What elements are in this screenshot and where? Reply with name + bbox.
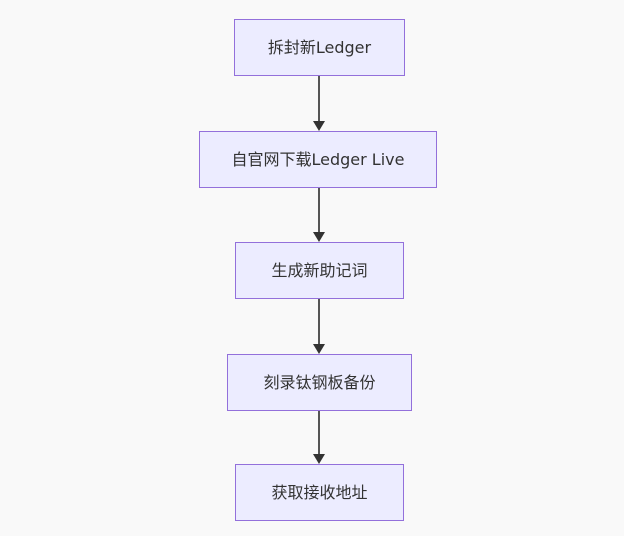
flow-node-label: 获取接收地址	[271, 482, 368, 502]
flow-node-unbox-new-ledger: 拆封新Ledger	[234, 19, 405, 76]
arrowhead-down-icon	[313, 121, 325, 131]
flow-node-download-ledger-live: 自官网下载Ledger Live	[199, 131, 437, 188]
edge-line	[318, 76, 320, 121]
flow-node-generate-mnemonic: 生成新助记词	[235, 242, 404, 299]
flow-node-engrave-steel-backup: 刻录钛钢板备份	[227, 354, 412, 411]
flow-node-get-receive-address: 获取接收地址	[235, 464, 404, 521]
arrowhead-down-icon	[313, 344, 325, 354]
edge-line	[318, 188, 320, 232]
edge-line	[318, 411, 320, 454]
arrowhead-down-icon	[313, 454, 325, 464]
arrowhead-down-icon	[313, 232, 325, 242]
flow-node-label: 拆封新Ledger	[267, 37, 372, 57]
flow-node-label: 刻录钛钢板备份	[263, 372, 376, 392]
flow-node-label: 自官网下载Ledger Live	[231, 149, 405, 169]
flow-node-label: 生成新助记词	[271, 260, 368, 280]
edge-line	[318, 299, 320, 344]
